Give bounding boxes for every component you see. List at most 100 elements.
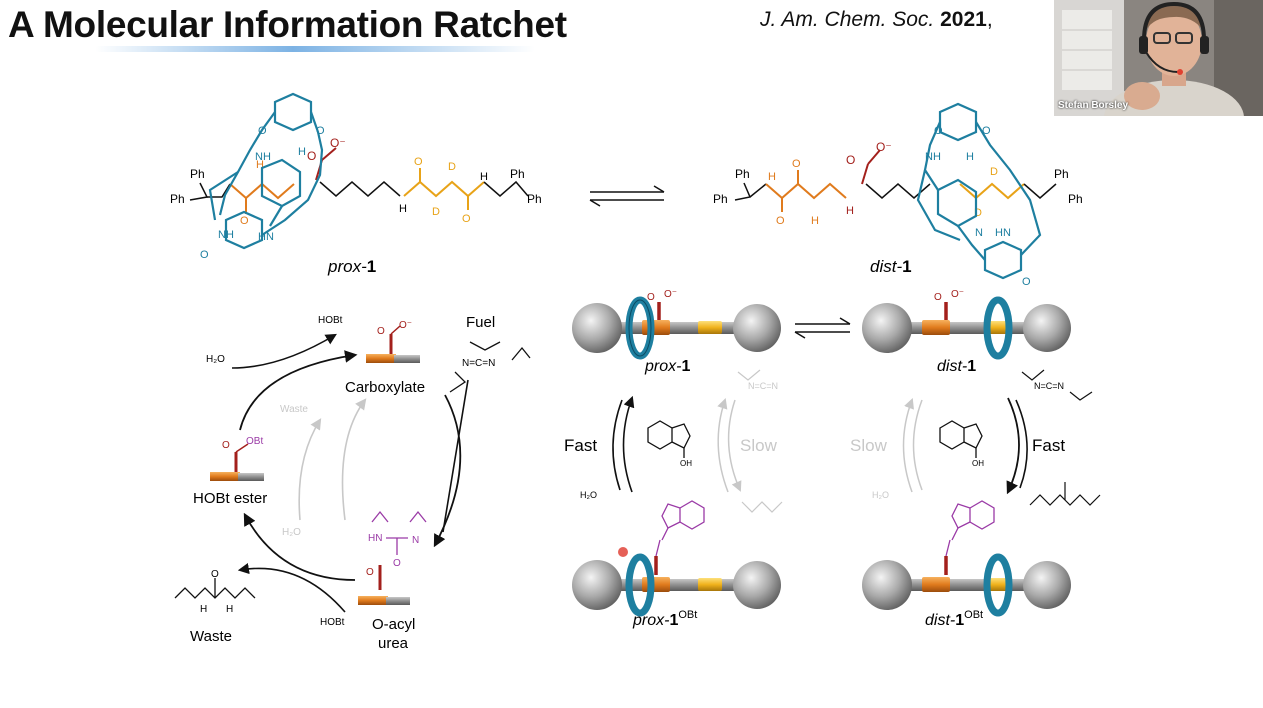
h-label: H <box>966 151 974 163</box>
o-label: O <box>316 125 325 137</box>
d-label: D <box>432 206 440 218</box>
dist-1-rotaxane: O O⁻ dist-1 <box>862 289 1071 375</box>
ph-label: Ph <box>1068 192 1083 206</box>
slow-right-label: Slow <box>850 436 888 455</box>
axle-icon <box>386 597 410 605</box>
o-label: O <box>211 569 219 580</box>
o-label: O <box>222 440 230 451</box>
nh-label: H <box>399 203 407 215</box>
orange-station-icon <box>366 354 396 363</box>
o-label: O <box>200 249 209 261</box>
o-label: O <box>377 326 385 337</box>
o-label: O <box>776 215 785 227</box>
axle-icon <box>238 473 264 481</box>
hobt-ester-label: HOBt ester <box>193 490 267 507</box>
nh-label: NH <box>218 229 234 241</box>
carboxylate-charge: O⁻ <box>399 320 412 331</box>
o-label: O <box>258 125 267 137</box>
ph-label: Ph <box>190 167 205 181</box>
d-label: D <box>448 161 456 173</box>
webcam-scene <box>1054 0 1263 116</box>
d-label: D <box>990 166 998 178</box>
nh-label: N <box>975 227 983 239</box>
dist-1-obt-label: dist-1OBt <box>925 609 983 629</box>
dist-1-mech-label: dist-1 <box>937 358 976 375</box>
slow-left-label: Slow <box>740 436 778 455</box>
nh-label: NH <box>925 151 941 163</box>
prox-1-obt-label: prox-1OBt <box>632 609 697 629</box>
slide-title: A Molecular Information Ratchet <box>8 4 567 45</box>
hobt-top-label: HOBt <box>318 315 343 326</box>
o-label: O <box>366 567 374 578</box>
ph-label: Ph <box>527 192 542 206</box>
o-label: O <box>393 558 401 569</box>
obt-label: OBt <box>246 436 263 447</box>
o-acyl-urea-label-1: O-acyl <box>372 616 415 633</box>
h-label: H <box>256 159 264 171</box>
carboxylate-charge: O⁻ <box>664 289 677 300</box>
hn-label: HN <box>995 227 1011 239</box>
ph-label: Ph <box>735 167 750 181</box>
ph-label: Ph <box>170 192 185 206</box>
dist-1-obt-rotaxane: dist-1OBt <box>862 500 1071 629</box>
ph-label: Ph <box>713 192 728 206</box>
h-label: H <box>226 604 233 615</box>
prox-1-structure: Ph Ph H O O O⁻ H O D D O H Ph Ph <box>170 92 542 276</box>
h2o-left-mech-label: H₂O <box>580 490 597 500</box>
waste-bottom-label: Waste <box>190 628 232 645</box>
carboxylate-charge: O⁻ <box>951 289 964 300</box>
citation: J. Am. Chem. Soc. 2021, <box>760 8 993 32</box>
citation-year: 2021 <box>940 8 987 31</box>
waste-inner-label: Waste <box>280 404 308 415</box>
hn-label: HN <box>368 533 382 544</box>
o-label: O <box>792 158 801 170</box>
carboxylate-charge: O⁻ <box>330 136 346 150</box>
cursor-dot <box>618 547 628 557</box>
carboxylate-charge: O⁻ <box>876 140 892 154</box>
prox-1-rotaxane: O O⁻ prox-1 <box>572 289 781 375</box>
carboxylate-label: Carboxylate <box>345 379 425 396</box>
title-underline <box>95 46 535 52</box>
h-label: H <box>298 146 306 158</box>
fuel-label: Fuel <box>466 314 495 331</box>
o-label: O <box>414 156 423 168</box>
o-label: O <box>462 213 471 225</box>
o-label: O <box>934 292 942 303</box>
d-label: D <box>974 207 982 219</box>
citation-trailing: , <box>986 8 993 31</box>
citation-journal: J. Am. Chem. Soc. <box>760 8 935 31</box>
axle-icon <box>394 355 420 363</box>
hn-label: HN <box>258 231 274 243</box>
carbodiimide-faded: N=C=N <box>748 381 778 391</box>
nh-label: H <box>846 205 854 217</box>
oh-label: OH <box>972 459 984 468</box>
nh-label: NH <box>255 151 271 163</box>
oh-label: OH <box>680 459 692 468</box>
h2o-inner-label: H₂O <box>282 527 301 538</box>
o-label: O <box>982 125 991 137</box>
h2o-left-label: H₂O <box>206 354 225 365</box>
prox-1-label: prox-1 <box>327 257 376 276</box>
h-label: H <box>200 604 207 615</box>
carbodiimide-label: N=C=N <box>462 358 495 369</box>
participant-name: Stefan Borsley <box>1058 100 1129 111</box>
o-label: O <box>307 149 316 163</box>
ph-label: Ph <box>1054 167 1069 181</box>
h2o-right-mech-label: H₂O <box>872 490 889 500</box>
fast-left-label: Fast <box>564 436 597 455</box>
dist-1-structure: Ph Ph H O O H O O⁻ H D D Ph Ph <box>713 102 1083 288</box>
equilibrium-arrow-mech <box>794 317 851 339</box>
h-label: H <box>480 171 488 183</box>
ph-label: Ph <box>510 167 525 181</box>
h-label: H <box>768 171 776 183</box>
o-label: O <box>846 153 855 167</box>
prox-1-obt-rotaxane: prox-1OBt <box>572 500 781 629</box>
orange-station-icon <box>210 472 240 481</box>
h-label: H <box>811 215 819 227</box>
hobt-bottom-label: HOBt <box>320 617 345 628</box>
prox-1-mech-label: prox-1 <box>644 358 690 375</box>
ratchet-mechanism: O O⁻ prox-1 O O⁻ dist-1 Fast H₂O <box>564 289 1101 629</box>
dist-1-label: dist-1 <box>870 257 912 276</box>
webcam-video[interactable]: Stefan Borsley <box>1054 0 1263 116</box>
